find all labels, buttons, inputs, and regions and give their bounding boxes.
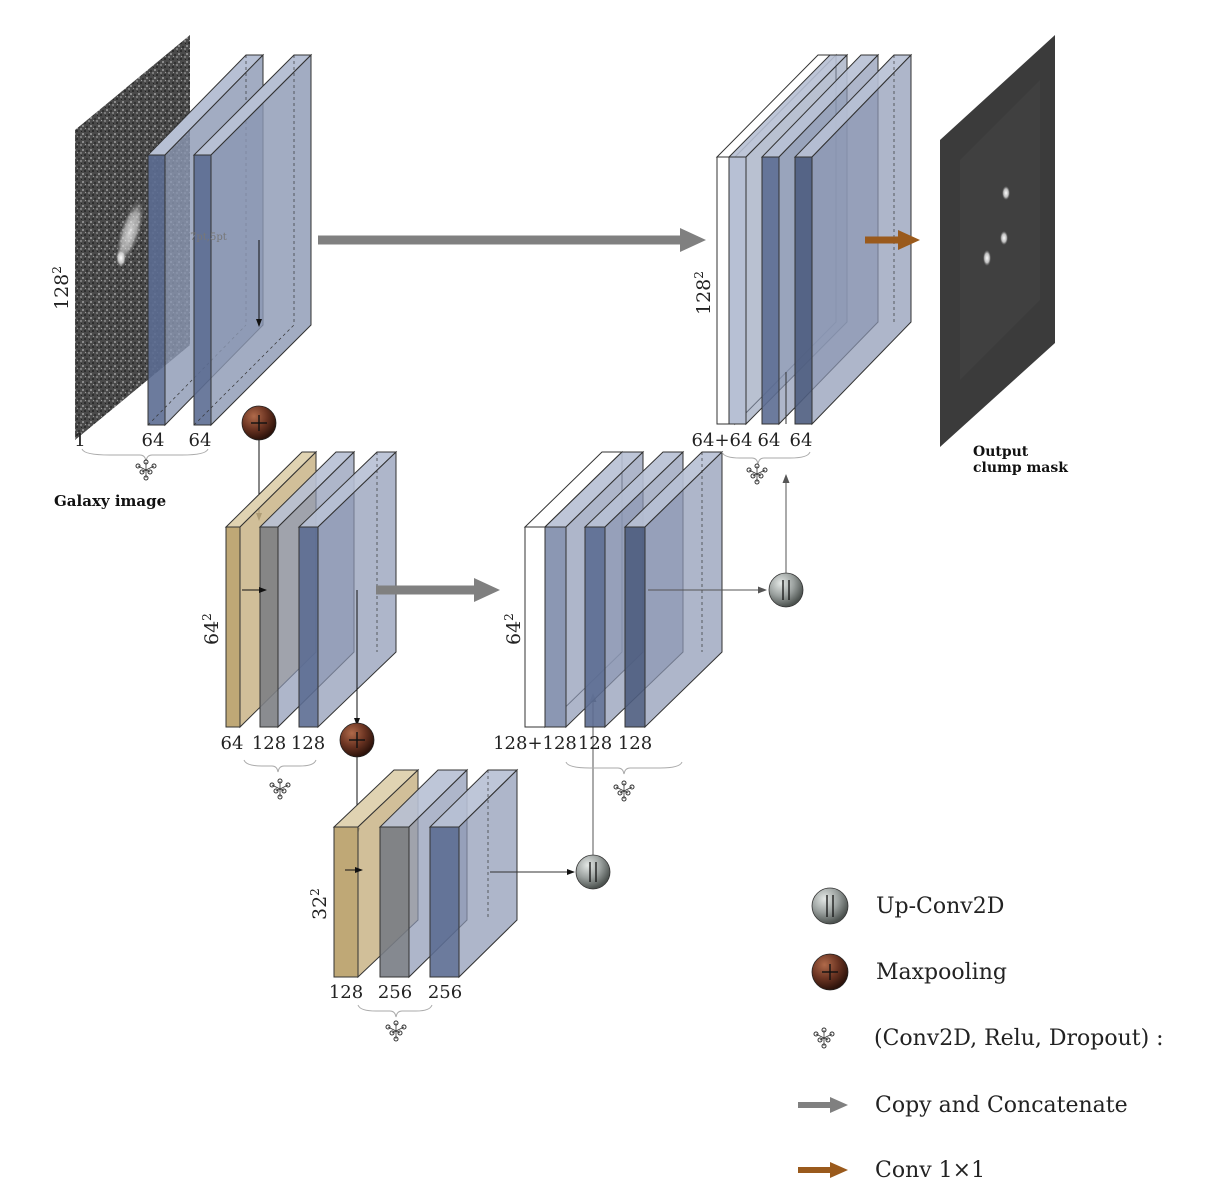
enc1-brace [81,448,209,462]
layer-dec1-b [793,53,913,426]
conv-block-icon [746,463,768,485]
maxpool-node-1 [241,405,277,441]
enc1-size-label: 1282 [50,266,73,310]
legend-label-copy-concat: Copy and Concatenate [875,1093,1128,1118]
input-caption: Galaxy image [54,492,166,510]
output-clump-mask [940,35,1055,447]
conv-block-icon [269,778,291,800]
conv-block-glyph-icon [813,1027,835,1049]
enc2-channel-1: 64 [221,733,244,754]
enc2-brace [243,759,317,773]
legend: Up-Conv2D Maxpooling (Conv2D, Relu, Drop… [798,887,1164,1183]
upconv-node-2 [768,572,804,608]
enc3-channel-2: 256 [378,982,412,1003]
dec2-channel-3: 128 [618,733,652,754]
output-caption-line2: clump mask [973,460,1068,476]
dec1-size-label: 1282 [692,271,715,315]
enc1-channel-1: 1 [74,430,85,451]
legend-item-conv1x1: Conv 1×1 [798,1158,985,1183]
enc3-brace [357,1004,433,1018]
stray-label: 7pt,5pt [190,232,227,243]
up-conv-sphere-icon [811,887,849,925]
dec2-size-label: 642 [502,613,525,645]
enc3-size-label: 322 [308,888,331,920]
dec1-channel-1: 64+64 [692,430,753,451]
legend-label-maxpool: Maxpooling [876,960,1007,985]
enc1-channel-2: 64 [142,430,165,451]
legend-label-conv-block: (Conv2D, Relu, Dropout) : [874,1026,1164,1051]
skip-arrow-level1 [318,228,706,252]
conv-block-icon [385,1020,407,1042]
upconv-node-1 [575,854,611,890]
conv-block-icon [613,780,635,802]
enc2-channel-2: 128 [252,733,286,754]
legend-label-upconv: Up-Conv2D [876,894,1004,919]
enc1-channel-3: 64 [189,430,212,451]
layer-enc2-b [297,450,398,729]
dec2-channel-1: 128+128 [493,733,577,754]
dec2-channel-2: 128 [578,733,612,754]
gray-arrow-icon [798,1097,848,1113]
output-caption-line1: Output [973,444,1029,460]
legend-item-maxpool: Maxpooling [811,953,1007,991]
conv1x1-arrow [865,230,920,250]
enc3-channel-3: 256 [428,982,462,1003]
enc2-size-label: 642 [200,613,223,645]
maxpool-node-2 [339,722,375,758]
legend-item-conv-block: (Conv2D, Relu, Dropout) : [813,1026,1164,1051]
legend-label-conv1x1: Conv 1×1 [875,1158,985,1183]
dec1-channel-3: 64 [790,430,813,451]
dec2-brace [565,761,683,775]
dec1-brace [721,451,811,465]
maxpool-sphere-icon [811,953,849,991]
dec1-channel-2: 64 [758,430,781,451]
layer-enc1-b [192,53,313,427]
skip-arrow-level2 [376,578,500,602]
brown-arrow-icon [798,1162,848,1178]
enc2-channel-3: 128 [291,733,325,754]
conv-block-icon [135,459,157,481]
enc3-channel-1: 128 [329,982,363,1003]
legend-item-copy-concat: Copy and Concatenate [798,1093,1128,1118]
legend-item-upconv: Up-Conv2D [811,887,1004,925]
layer-dec2-b [623,450,724,729]
layer-enc3-b [428,768,519,979]
